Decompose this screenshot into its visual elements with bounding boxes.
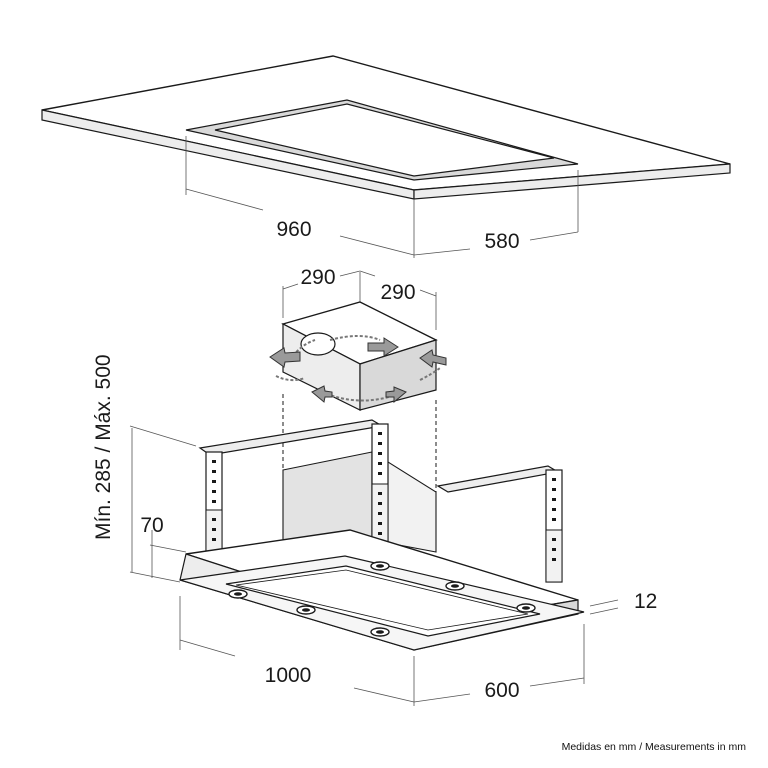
height-dimension-lines (129, 425, 197, 583)
height-range-label: Mín. 285 / Máx. 500 (92, 354, 115, 540)
ceiling-width-label: 580 (484, 230, 519, 253)
frame-height-label: 70 (140, 514, 163, 537)
hood-body (179, 529, 585, 651)
ceiling-dimension-lines (185, 136, 579, 258)
chimney-dimension-lines (282, 270, 437, 330)
ceiling-length-label: 960 (276, 218, 311, 241)
hood-length-label: 1000 (265, 664, 312, 687)
measurement-unit-note: Medidas en mm / Measurements in mm (562, 741, 747, 753)
chimney-width-a-label: 290 (300, 266, 335, 289)
hood-width-label: 600 (484, 679, 519, 702)
ceiling-panel (41, 55, 731, 200)
chimney-block (281, 301, 438, 411)
hood-dimension-lines (179, 596, 619, 706)
rotation-arrows (269, 335, 447, 404)
projection-lines (282, 394, 437, 492)
chimney-width-b-label: 290 (380, 281, 415, 304)
hood-lip-label: 12 (634, 590, 657, 613)
